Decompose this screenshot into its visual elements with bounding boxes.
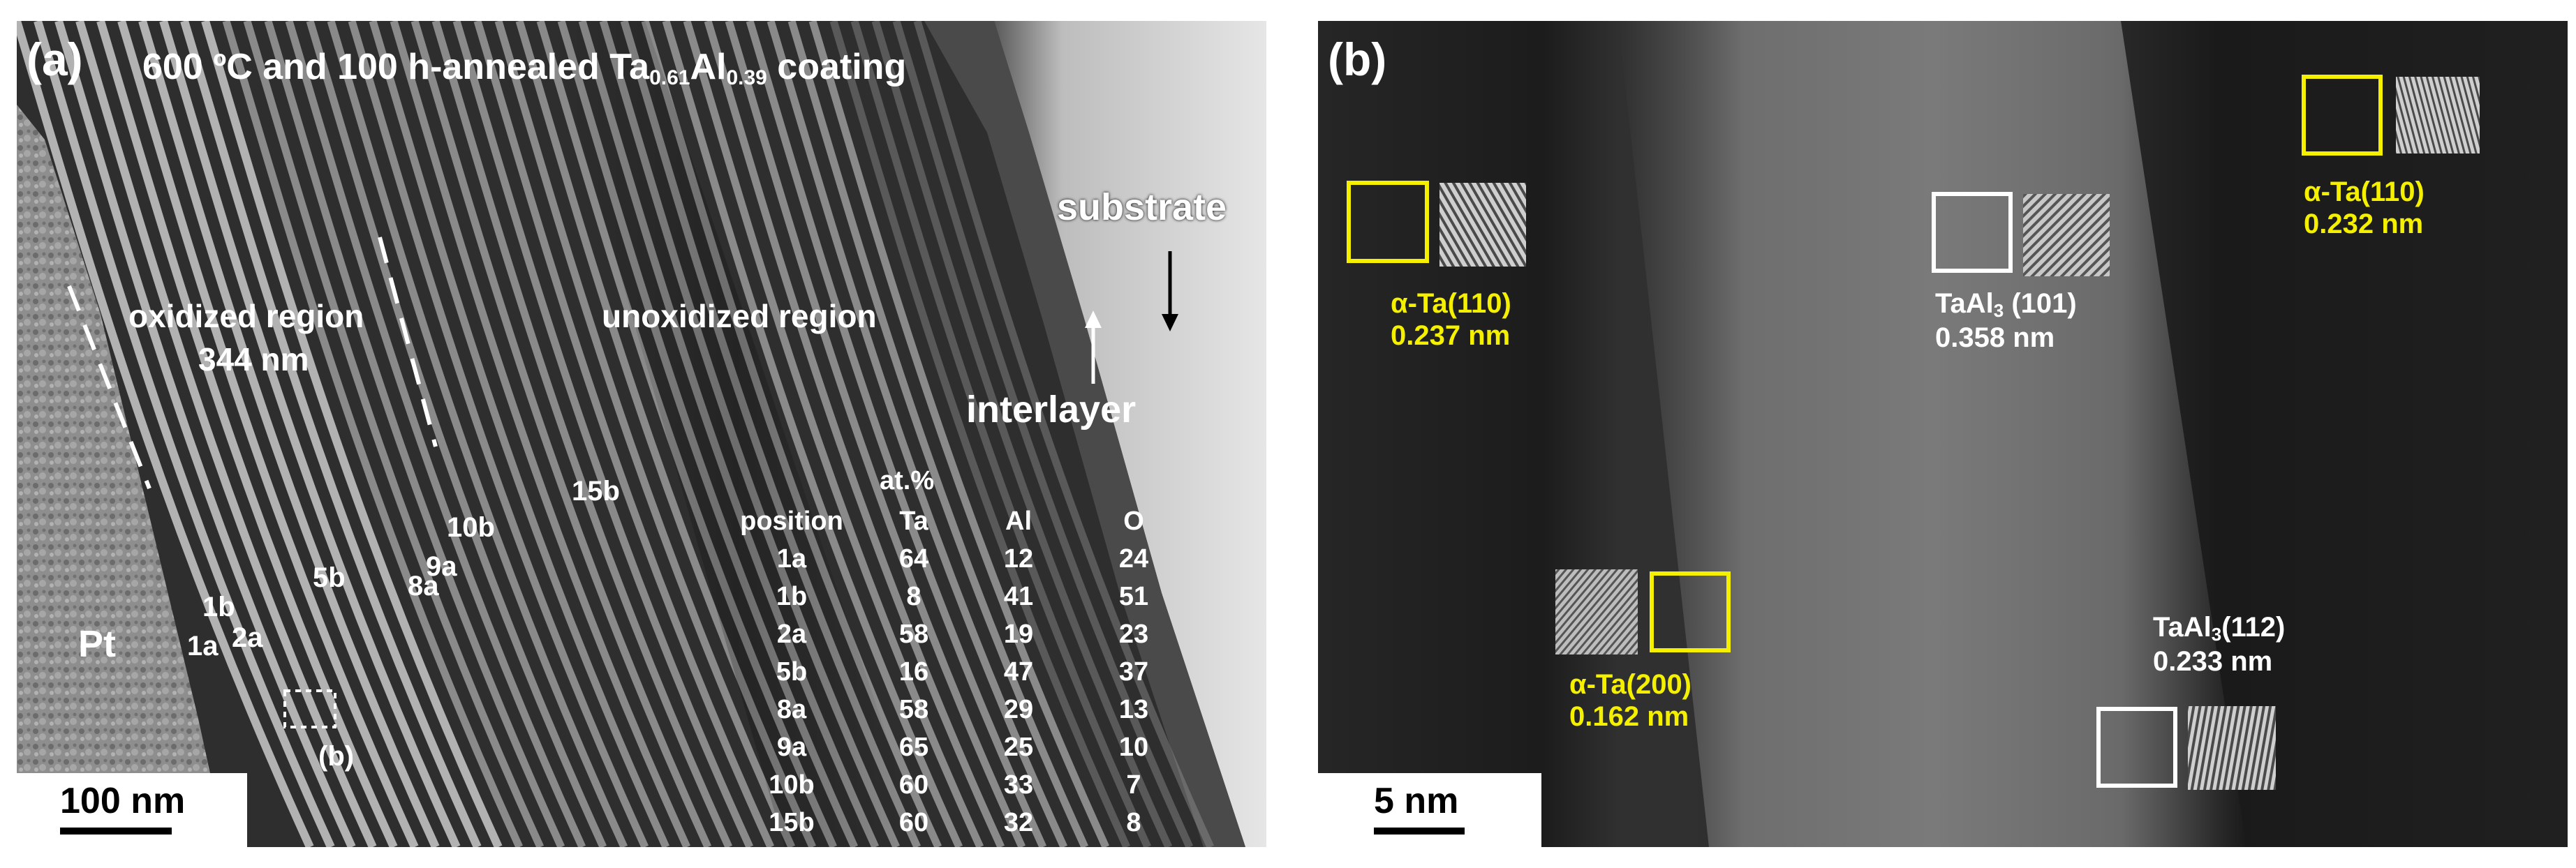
table-row: 2a 58 19 23 [722,615,1197,653]
substrate-region [994,21,1266,847]
pt-label: Pt [78,623,116,665]
fft-annotation-4: α-Ta(200) 0.162 nm [1569,669,1692,732]
boundary-dash-left [67,285,151,490]
table-cell: 25 [1003,732,1034,762]
panel-a-title: 600 ºC and 100 h-annealed Ta0.61Al0.39 c… [142,47,907,89]
tem-image-panel-b: (b) α-Ta(110) 0.237 nm TaAl3 (101) 0.358… [1318,21,2568,847]
tem-image-panel-a: (a) 600 ºC and 100 h-annealed Ta0.61Al0.… [17,21,1266,847]
table-cell: 8 [1126,807,1141,837]
panel-label-a: (a) [27,33,83,85]
selection-box-5 [2096,707,2177,788]
table-cell: 60 [898,770,929,800]
fft-pattern-1 [1439,183,1526,267]
inset-box-label: (b) [318,741,355,772]
table-cell: 24 [1118,544,1149,574]
fft-pattern-3 [2396,77,2480,154]
table-cell: 12 [1003,544,1034,574]
table-cell: 1b [776,581,808,611]
table-header-al: Al [1005,506,1032,536]
table-row: 1b 8 41 51 [722,578,1197,615]
marker-9a: 9a [426,551,457,582]
table-units: at.% [880,466,935,495]
marker-2a: 2a [232,622,263,653]
marker-8a: 8a [408,571,439,601]
fft-pattern-4 [1555,569,1638,654]
table-cell: 51 [1118,581,1149,611]
table-cell: 58 [898,694,929,724]
table-cell: 58 [898,619,929,649]
selection-box-4 [1650,571,1731,652]
marker-15b: 15b [572,476,620,507]
selection-box-1 [1347,181,1429,263]
table-cell: 37 [1118,657,1149,687]
fft-annotation-1: α-Ta(110) 0.237 nm [1391,288,1511,351]
scale-bar-a-text: 100 nm [60,781,186,821]
table-header-o: O [1123,506,1144,536]
table-cell: 2a [776,619,807,649]
scale-bar-a-line [60,828,172,835]
table-row: 9a 65 25 10 [722,728,1197,766]
table-cell: 33 [1003,770,1034,800]
table-cell: 60 [898,807,929,837]
oxidized-thickness: 344 nm [198,341,309,377]
table-cell: 47 [1003,657,1034,687]
table-header-ta: Ta [899,506,928,536]
table-cell: 23 [1118,619,1149,649]
scale-bar-a: 100 nm [17,773,247,847]
table-row: 10b 60 33 7 [722,766,1197,804]
table-cell: 19 [1003,619,1034,649]
table-cell: 5b [776,657,808,687]
table-cell: 8a [776,694,807,724]
table-cell: 29 [1003,694,1034,724]
composition-table: position Ta Al O 1a 64 12 24 1b 8 41 51 2a 58 19 23… [722,502,1197,841]
multilayer-stripes [17,21,1215,847]
substrate-label: substrate [1057,186,1227,228]
marker-1b: 1b [202,592,235,622]
marker-10b: 10b [447,512,495,543]
table-cell: 9a [776,732,807,762]
fft-pattern-5 [2188,706,2276,790]
interlayer-label: interlayer [966,389,1137,431]
tem-micrograph-b [1318,21,2568,847]
table-cell: 65 [898,732,929,762]
table-header-position: position [740,506,843,536]
selection-box-2 [1932,192,2013,273]
inset-box [283,689,336,728]
table-row: 15b 60 32 8 [722,804,1197,841]
fft-pattern-2 [2023,194,2110,276]
table-cell: 10b [769,770,815,800]
scale-bar-b: 5 nm [1318,773,1541,847]
fft-annotation-3: α-Ta(110) 0.232 nm [2304,177,2425,239]
table-cell: 64 [898,544,929,574]
table-cell: 13 [1118,694,1149,724]
oxidized-region-label: oxidized region [128,298,364,334]
marker-1a: 1a [187,631,219,661]
selection-box-3 [2302,75,2383,156]
scale-bar-b-line [1374,828,1465,835]
table-header-row: position Ta Al O [722,502,1197,540]
table-cell: 10 [1118,732,1149,762]
scale-bar-b-text: 5 nm [1374,781,1459,821]
tem-micrograph-a [17,21,1266,847]
table-row: 8a 58 29 13 [722,691,1197,728]
marker-5b: 5b [313,562,346,593]
table-cell: 1a [776,544,807,574]
table-row: 5b 16 47 37 [722,653,1197,691]
fft-annotation-5: TaAl3(112) 0.233 nm [2153,612,2286,677]
table-cell: 15b [769,807,815,837]
table-row: 1a 64 12 24 [722,540,1197,578]
boundary-dash-right [378,237,438,447]
table-cell: 8 [906,581,921,611]
table-cell: 7 [1126,770,1141,800]
fft-annotation-2: TaAl3 (101) 0.358 nm [1935,288,2077,353]
table-cell: 32 [1003,807,1034,837]
panel-label-b: (b) [1328,33,1387,85]
interlayer-band [924,21,1245,847]
table-cell: 41 [1003,581,1034,611]
unoxidized-region-label: unoxidized region [602,298,877,334]
table-cell: 16 [898,657,929,687]
